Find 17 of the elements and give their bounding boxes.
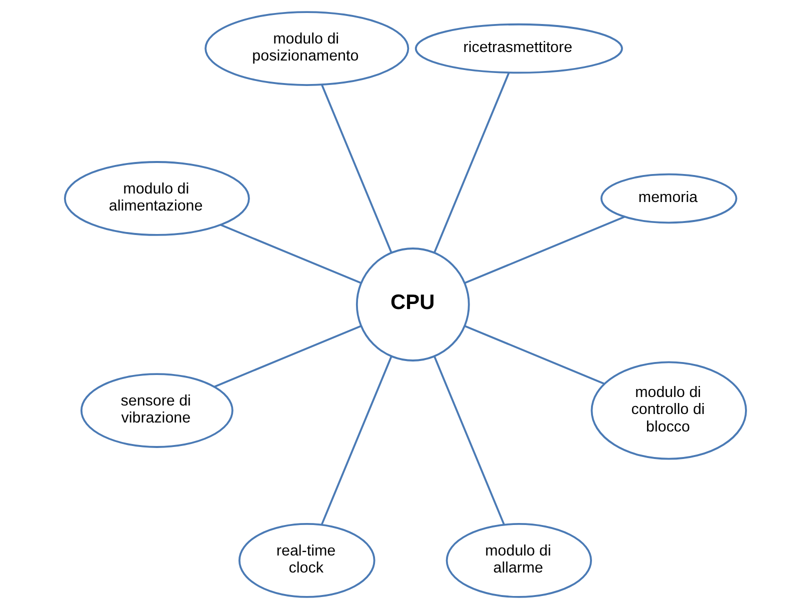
connector (320, 84, 392, 254)
connector (464, 325, 604, 385)
node-ellipse: ricetrasmettitore (414, 23, 622, 74)
node-ellipse: modulo di controllo di blocco (590, 361, 746, 460)
node-ellipse: memoria (600, 173, 737, 224)
node-ellipse: modulo di alimentazione (63, 161, 250, 236)
connector (220, 224, 361, 284)
connector (432, 72, 510, 254)
node-circle: CPU (355, 248, 470, 362)
connector (464, 216, 624, 284)
node-ellipse: real-time clock (238, 523, 375, 598)
connector (214, 325, 361, 388)
node-ellipse: modulo di posizionamento (204, 11, 409, 86)
connector (320, 356, 392, 526)
connector (432, 356, 505, 526)
node-ellipse: sensore di vibrazione (80, 373, 233, 448)
node-ellipse: modulo di allarme (445, 523, 592, 598)
